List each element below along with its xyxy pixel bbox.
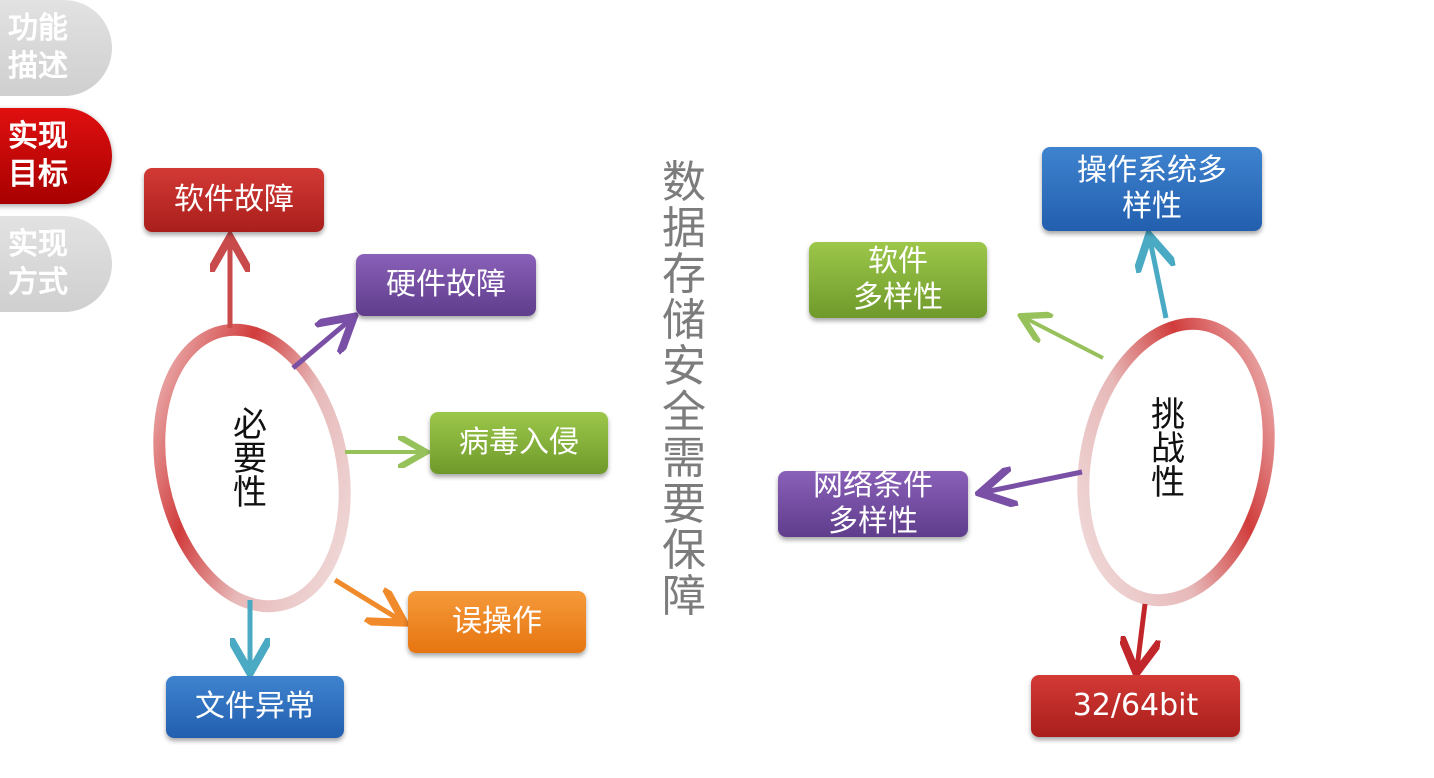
- node-network-diversity: 网络条件 多样性: [778, 468, 968, 539]
- arrow-to-software-diversity: [1025, 318, 1104, 360]
- arrow-to-network-diversity: [985, 472, 1083, 492]
- node-file-error: 文件异常: [166, 676, 344, 738]
- node-32-64bit: 32/64bit: [1031, 675, 1240, 737]
- nav-tab-label: 功能 描述: [8, 11, 68, 84]
- node-os-diversity: 操作系统多 样性: [1042, 147, 1262, 231]
- arrow-to-hardware-fault: [291, 320, 350, 370]
- node-software-fault: 软件故障: [144, 168, 324, 232]
- node-virus-intrusion: 病毒入侵: [430, 412, 608, 474]
- nav-tab-label: 实现 方式: [8, 227, 68, 300]
- necessity-label: 必要性: [233, 405, 267, 513]
- node-software-diversity: 软件 多样性: [809, 242, 987, 318]
- page-title: 数据存储安全需要保障: [662, 157, 706, 622]
- nav-tab-implementation-goals[interactable]: 实现 目标: [0, 108, 112, 204]
- nav-tab-implementation-method[interactable]: 实现 方式: [0, 216, 112, 312]
- challenge-ellipse: [1077, 317, 1275, 607]
- arrow-to-os-diversity: [1150, 240, 1166, 319]
- node-hardware-fault: 硬件故障: [356, 254, 536, 316]
- challenge-label: 挑战性: [1151, 395, 1185, 503]
- arrow-to-misoperation: [333, 577, 400, 620]
- nav-tab-label: 实现 目标: [8, 119, 68, 192]
- nav-tab-function-description[interactable]: 功能 描述: [0, 0, 112, 96]
- arrow-to-32-64bit: [1137, 603, 1145, 668]
- necessity-ellipse: [153, 323, 351, 613]
- node-misoperation: 误操作: [408, 591, 586, 653]
